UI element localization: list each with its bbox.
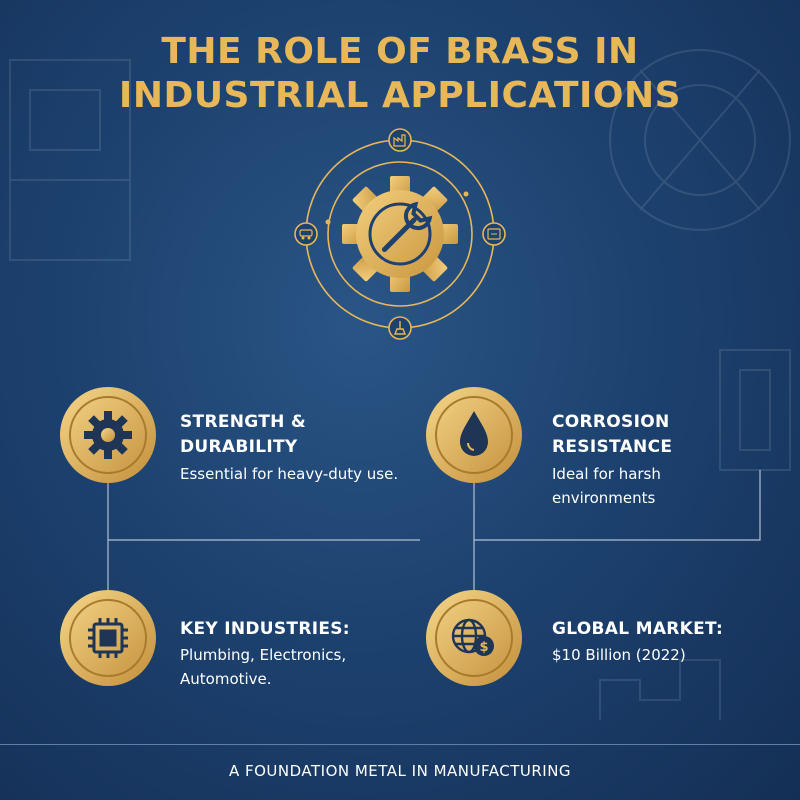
card-badge-industries xyxy=(60,590,156,686)
card-title-corrosion-line1: CORROSION xyxy=(552,412,670,432)
svg-text:$: $ xyxy=(479,640,488,655)
card-title-corrosion-line2: RESISTANCE xyxy=(552,437,673,457)
card-title-strength-line2: DURABILITY xyxy=(180,437,298,457)
card-badge-market: $ xyxy=(426,590,522,686)
car-icon xyxy=(294,222,318,246)
cpu-chip-icon xyxy=(482,222,506,246)
gear-icon xyxy=(84,411,132,459)
tools-icon xyxy=(388,316,412,340)
card-text-industries-line1: Plumbing, Electronics, xyxy=(180,646,347,664)
card-text-industries-line2: Automotive. xyxy=(180,670,272,688)
card-badge-corrosion xyxy=(426,387,522,483)
factory-icon xyxy=(388,128,412,152)
footer-tagline: A FOUNDATION METAL IN MANUFACTURING xyxy=(228,762,572,780)
card-text-corrosion-line2: environments xyxy=(552,489,656,507)
card-title-market: GLOBAL MARKET: xyxy=(552,619,724,639)
page-title-line1: THE ROLE OF BRASS IN xyxy=(161,31,639,72)
card-text-corrosion-line1: Ideal for harsh xyxy=(552,465,661,483)
card-text-market: $10 Billion (2022) xyxy=(552,646,686,664)
card-title-industries: KEY INDUSTRIES: xyxy=(180,619,350,639)
card-badge-strength xyxy=(60,387,156,483)
hero-emblem xyxy=(294,128,506,340)
cpu-chip-icon xyxy=(88,618,128,658)
water-drop-icon xyxy=(460,411,488,456)
card-text-strength: Essential for heavy-duty use. xyxy=(180,465,399,483)
globe-dollar-icon: $ xyxy=(451,618,494,656)
gear-wrench-icon xyxy=(342,176,458,292)
footer-divider xyxy=(0,744,800,745)
page-title-line2: INDUSTRIAL APPLICATIONS xyxy=(118,75,682,116)
card-title-strength-line1: STRENGTH & xyxy=(180,412,306,432)
